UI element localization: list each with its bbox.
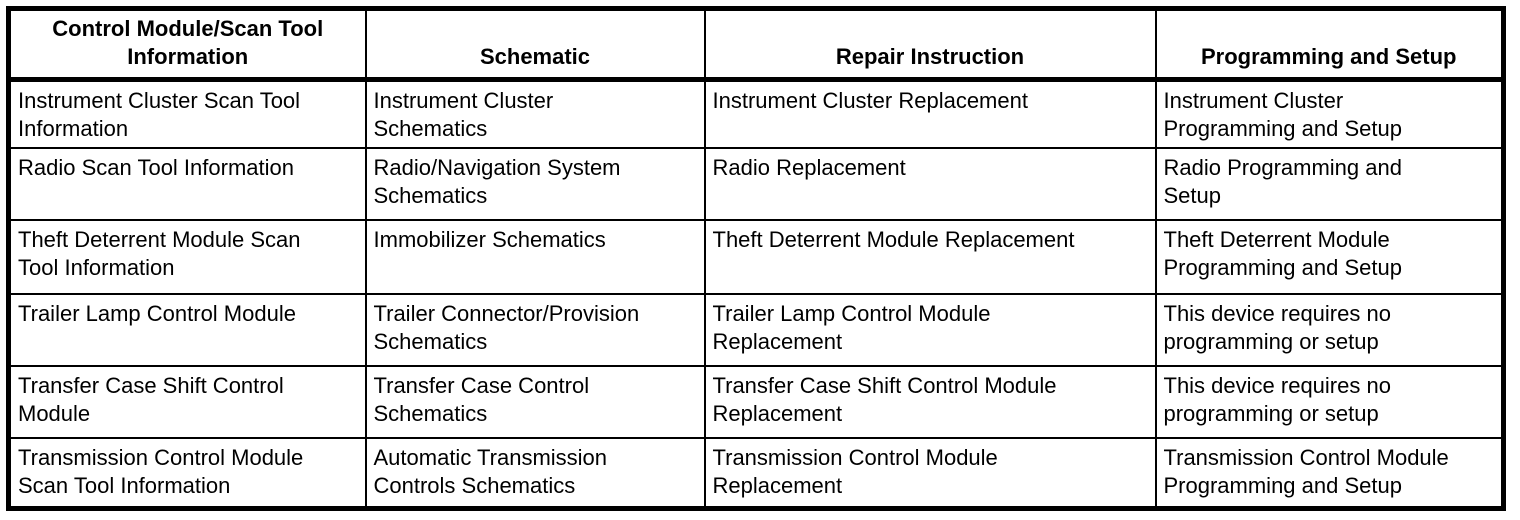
- table-cell: Radio Scan Tool Information: [7, 147, 367, 221]
- table-cell: Transmission Control Module Programming …: [1154, 437, 1505, 509]
- table-cell: Transfer Case Shift Control Module: [7, 365, 367, 439]
- table-cell: This device requires no programming or s…: [1154, 293, 1505, 367]
- control-module-reference-table: Control Module/Scan Tool Information Sch…: [6, 6, 1506, 511]
- table-cell: Instrument Cluster Scan Tool Information: [7, 78, 367, 149]
- table-row-instrument-cluster: Instrument Cluster Scan Tool Information…: [7, 78, 1505, 149]
- table-cell: Transfer Case Control Schematics: [364, 365, 706, 439]
- table-cell: Instrument Cluster Schematics: [364, 78, 706, 149]
- table-cell: Radio/Navigation System Schematics: [364, 147, 706, 221]
- table-cell: Instrument Cluster Replacement: [703, 78, 1157, 149]
- column-header-schematic: Schematic: [364, 7, 706, 82]
- table-cell: Radio Replacement: [703, 147, 1157, 221]
- table-cell: Trailer Lamp Control Module: [7, 293, 367, 367]
- table-cell: Trailer Connector/Provision Schematics: [364, 293, 706, 367]
- table-cell: Theft Deterrent Module Scan Tool Informa…: [7, 219, 367, 295]
- table-cell: Theft Deterrent Module Programming and S…: [1154, 219, 1505, 295]
- table-cell: Transmission Control Module Scan Tool In…: [7, 437, 367, 509]
- table-row-theft-deterrent-module: Theft Deterrent Module Scan Tool Informa…: [7, 219, 1505, 295]
- column-header-repair-instruction: Repair Instruction: [703, 7, 1157, 82]
- table-cell: Transmission Control Module Replacement: [703, 437, 1157, 509]
- table-cell: Immobilizer Schematics: [364, 219, 706, 295]
- column-header-control-module-scan-tool-information: Control Module/Scan Tool Information: [7, 7, 367, 82]
- table-cell: Instrument Cluster Programming and Setup: [1154, 78, 1505, 149]
- table-cell: Transfer Case Shift Control Module Repla…: [703, 365, 1157, 439]
- table-header-row: Control Module/Scan Tool Information Sch…: [7, 7, 1505, 82]
- table-row-transmission-control-module: Transmission Control Module Scan Tool In…: [7, 437, 1505, 509]
- table-row-radio: Radio Scan Tool Information Radio/Naviga…: [7, 147, 1505, 221]
- table-row-transfer-case-shift-control-module: Transfer Case Shift Control Module Trans…: [7, 365, 1505, 439]
- table-row-trailer-lamp-control-module: Trailer Lamp Control Module Trailer Conn…: [7, 293, 1505, 367]
- column-header-programming-and-setup: Programming and Setup: [1154, 7, 1505, 82]
- table-cell: Automatic Transmission Controls Schemati…: [364, 437, 706, 509]
- table-body: Instrument Cluster Scan Tool Information…: [7, 78, 1505, 509]
- table-cell: Radio Programming and Setup: [1154, 147, 1505, 221]
- table-cell: Theft Deterrent Module Replacement: [703, 219, 1157, 295]
- table-cell: This device requires no programming or s…: [1154, 365, 1505, 439]
- table-cell: Trailer Lamp Control Module Replacement: [703, 293, 1157, 367]
